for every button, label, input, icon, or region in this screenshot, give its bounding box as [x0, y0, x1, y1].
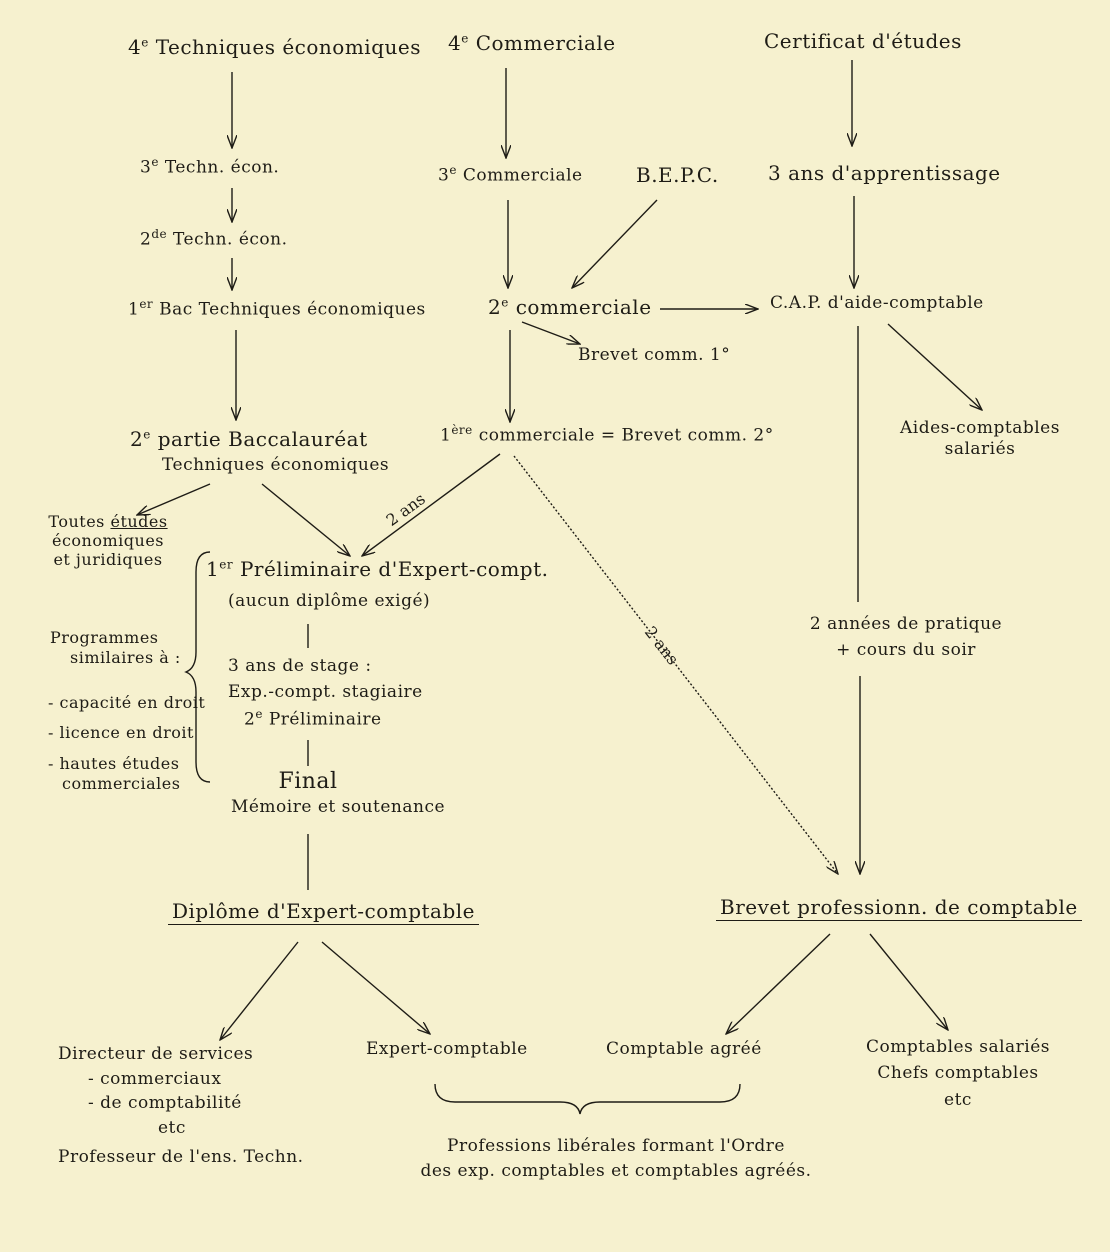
- node-aucun-diplome: (aucun diplôme exigé): [228, 591, 431, 611]
- node-2e-partie-baccalaureat: 2e partie Baccalauréat: [130, 427, 368, 451]
- programmes-item: commerciales: [62, 774, 181, 794]
- programmes-list: - capacité en droit - licence en droit -…: [48, 688, 205, 800]
- node-aides-comptables: Aides-comptables salariés: [900, 418, 1060, 460]
- arrow-comm2-to-brevet1: [521, 321, 580, 344]
- programmes-item: - licence en droit: [48, 723, 194, 743]
- liberales-brace: [434, 1083, 741, 1115]
- node-1er-bac-techniques: 1er Bac Techniques économiques: [128, 297, 426, 320]
- node-2de-techn-econ: 2de Techn. écon.: [140, 227, 288, 250]
- node-comptable-agree: Comptable agréé: [606, 1039, 762, 1059]
- arrow-diplome-to-expert: [321, 941, 430, 1034]
- node-diplome-expert-comptable: Diplôme d'Expert-comptable: [168, 900, 480, 925]
- node-4e-techniques-economiques: 4e Techniques économiques: [128, 35, 421, 59]
- node-3e-techn-econ: 3e Techn. écon.: [140, 155, 280, 178]
- node-brevet-professionnel: Brevet professionn. de comptable: [716, 896, 1082, 921]
- node-1ere-commerciale: 1ère commerciale = Brevet comm. 2°: [440, 423, 774, 446]
- node-3-ans-apprentissage: 3 ans d'apprentissage: [768, 161, 1001, 185]
- node-memoire-soutenance: Mémoire et soutenance: [230, 797, 446, 817]
- node-directeur-services: Directeur de services - commerciaux - de…: [58, 1044, 304, 1167]
- programmes-item: - hautes études: [48, 753, 180, 773]
- node-3e-commerciale: 3e Commerciale: [438, 163, 583, 186]
- node-professions-liberales: Professions libérales formant l'Ordre de…: [420, 1136, 812, 1181]
- node-final: Final: [278, 769, 338, 794]
- programmes-item: - capacité en droit: [48, 693, 206, 712]
- node-expert-comptable: Expert-comptable: [366, 1039, 528, 1059]
- arrow-diplome-to-directeur: [220, 941, 299, 1040]
- node-4e-commerciale: 4e Commerciale: [448, 31, 616, 55]
- arrow-cap-to-aides: [887, 323, 982, 410]
- arrow-bepc-to-comm2: [572, 199, 658, 288]
- arrow-brevetpro-to-salaries: [869, 933, 948, 1030]
- node-comptables-salaries: Comptables salariés Chefs comptables etc: [866, 1037, 1050, 1110]
- arrow-comm1-to-brevetpro: [513, 455, 838, 874]
- node-2e-commerciale: 2e commerciale: [488, 295, 652, 319]
- programmes-brace: [184, 551, 211, 783]
- node-cap-aide-comptable: C.A.P. d'aide-comptable: [770, 293, 984, 313]
- arrow-bac2-to-toutes: [137, 483, 211, 515]
- node-2-annees-pratique: 2 années de pratique + cours du soir: [809, 614, 1003, 660]
- node-programmes-similaires: Programmes similaires à :: [50, 628, 181, 667]
- node-brevet-comm-1: Brevet comm. 1°: [578, 345, 731, 365]
- node-bac-techniques-economiques: Techniques économiques: [162, 455, 390, 475]
- node-toutes-etudes: Toutes études économiques et juridiques: [48, 512, 168, 570]
- node-3-ans-stage: 3 ans de stage : Exp.-compt. stagiaire 2…: [228, 656, 423, 730]
- arrow-brevetpro-to-agree: [726, 933, 831, 1034]
- node-1er-preliminaire: 1er Préliminaire d'Expert-compt.: [206, 557, 549, 581]
- node-certificat-etudes: Certificat d'études: [764, 29, 962, 53]
- node-bepc: B.E.P.C.: [636, 163, 719, 187]
- arrow-bac2-to-prelim1: [261, 483, 350, 556]
- arrow-comm1-to-prelim1: [362, 453, 501, 556]
